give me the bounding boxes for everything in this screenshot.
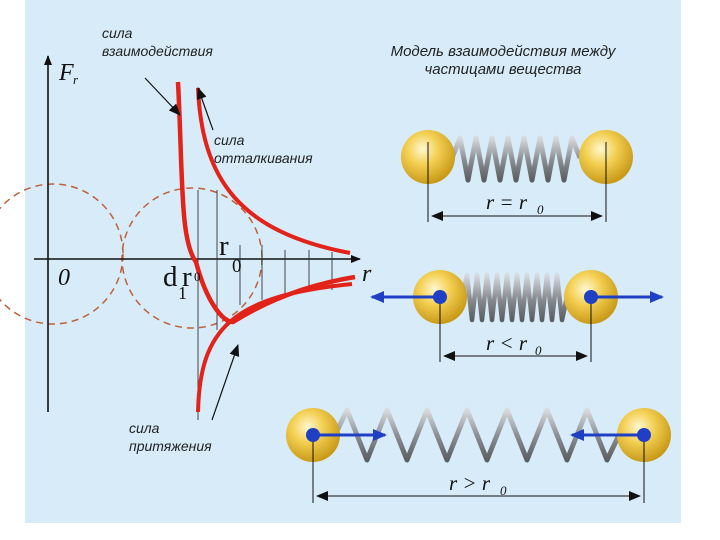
repulsion-curve <box>196 87 351 255</box>
marker-r0: r <box>219 230 229 262</box>
label-interaction-2: взаимодействия <box>102 43 213 59</box>
dashed-particle-circle-left <box>0 183 124 325</box>
label-attraction-2: притяжения <box>129 438 212 454</box>
model-equilibrium: r = r 0 <box>401 130 633 222</box>
eq-greater: r > r <box>449 471 491 495</box>
spring-equilibrium <box>449 135 583 183</box>
x-axis-label: r <box>362 261 372 287</box>
spring-compressed <box>459 272 570 323</box>
marker-r-inner: r <box>182 261 192 293</box>
eq-less-sub: 0 <box>535 343 542 358</box>
label-repulsion-1: сила <box>214 132 245 148</box>
title-line-2: частицами вещества <box>425 61 582 78</box>
marker-one: 1 <box>178 283 187 303</box>
y-axis-label-sub: r <box>73 72 79 87</box>
interaction-curve <box>175 81 356 325</box>
pointer-attraction <box>211 344 240 421</box>
origin-label: 0 <box>58 265 70 291</box>
eq-equal-sub: 0 <box>537 202 544 217</box>
marker-d: d <box>163 261 178 293</box>
label-attraction-1: сила <box>129 420 160 436</box>
y-axis-label: F <box>58 60 74 86</box>
eq-less: r < r <box>486 331 528 355</box>
marker-r0-sub: 0 <box>232 256 242 277</box>
label-interaction-1: сила <box>102 25 133 41</box>
label-repulsion-2: отталкивания <box>214 150 313 166</box>
title-line-1: Модель взаимодействия между <box>391 43 617 60</box>
eq-greater-sub: 0 <box>500 483 507 498</box>
grid-lines <box>197 190 333 420</box>
model-stretched: r > r 0 <box>286 407 671 503</box>
marker-r-inner-sub: 0 <box>194 269 201 284</box>
pointer-interaction <box>144 77 181 116</box>
model-compressed: r < r 0 <box>370 270 664 362</box>
pointer-repulsion <box>196 87 214 131</box>
eq-equal: r = r <box>486 190 528 214</box>
